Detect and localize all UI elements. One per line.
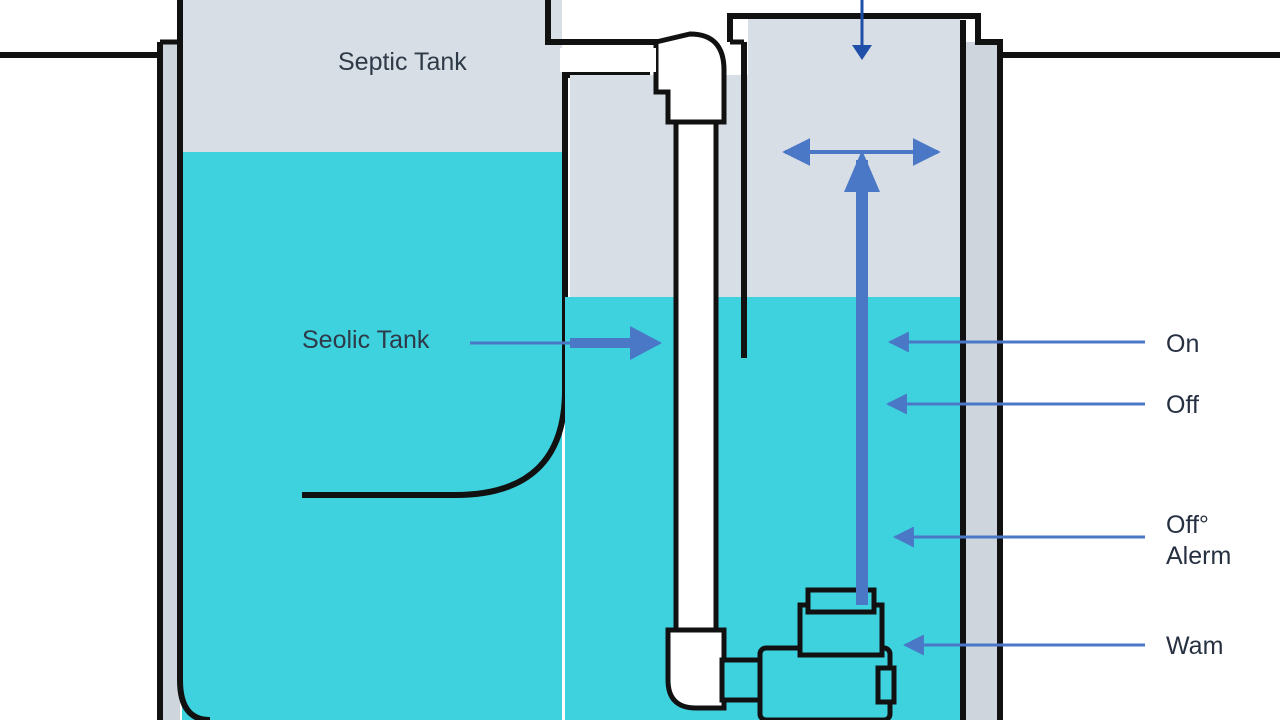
discharge-pipe xyxy=(560,31,727,711)
tank-title-label: Septic Tank xyxy=(338,48,467,76)
inflow-arrow xyxy=(470,326,662,360)
pump xyxy=(719,587,897,720)
level-label-alarm-line2: Alerm xyxy=(1166,542,1231,570)
inner-tank-label: Seolic Tank xyxy=(302,326,430,354)
float-arrow xyxy=(782,0,941,605)
tank-air-space xyxy=(182,0,562,152)
septic-tank xyxy=(157,0,660,720)
level-label-warn: Wam xyxy=(1166,632,1223,660)
pump-chamber xyxy=(565,13,1003,720)
level-label-off: Off xyxy=(1166,391,1199,419)
level-label-alarm-line1: Off° xyxy=(1166,511,1209,539)
tank-baffle xyxy=(302,72,650,498)
level-label-on: On xyxy=(1166,330,1199,358)
tank-water xyxy=(182,152,562,720)
